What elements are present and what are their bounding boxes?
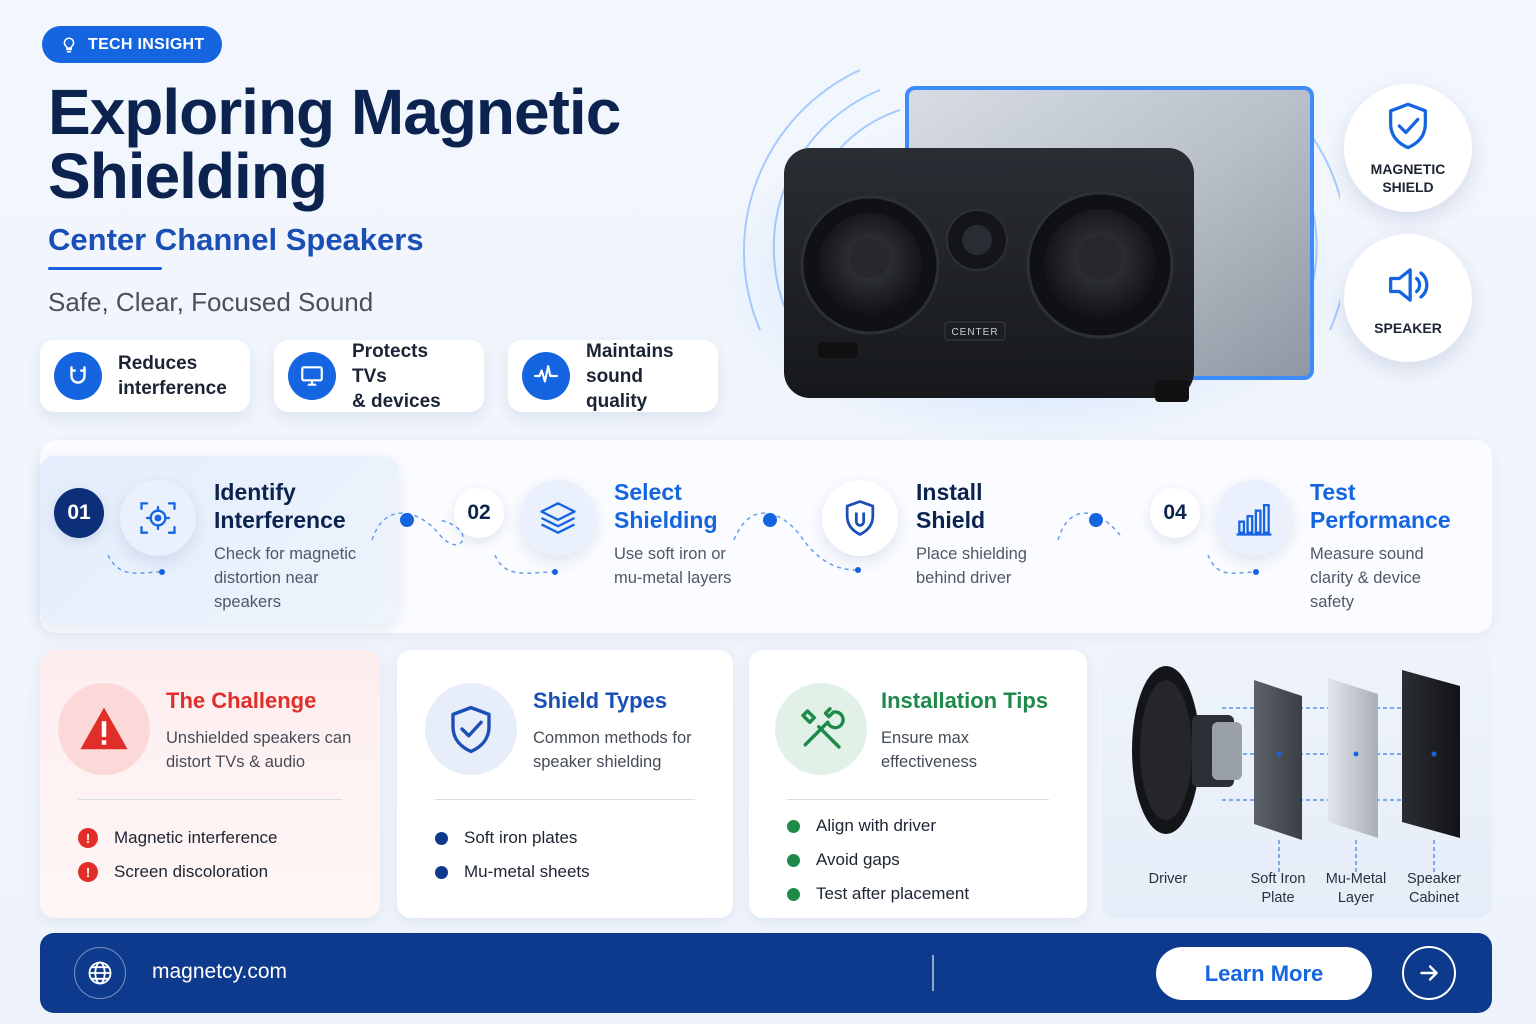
card-divider <box>787 799 1049 800</box>
bar-chart-icon <box>1216 480 1292 556</box>
layer-stack-diagram: Driver Soft Iron Plate Mu-Metal Layer Sp… <box>1102 650 1492 918</box>
tools-icon <box>775 683 867 775</box>
challenge-list: !Magnetic interference !Screen discolora… <box>78 821 277 889</box>
step-title: Select Shielding <box>614 479 718 533</box>
step-number: 02 <box>454 488 504 538</box>
tagline: Safe, Clear, Focused Sound <box>48 287 374 317</box>
list-item: Avoid gaps <box>787 843 969 877</box>
step-title: Test Performance <box>1310 479 1451 533</box>
subtitle-underline <box>48 267 162 270</box>
step-description: Measure sound clarity & device safety <box>1310 545 1424 611</box>
page-subtitle: Center Channel Speakers <box>48 222 424 257</box>
step-description: Check for magnetic distortion near speak… <box>214 545 357 611</box>
challenge-card: The Challenge Unshielded speakers can di… <box>40 650 380 918</box>
bullet-dot <box>787 887 800 901</box>
target-scan-icon <box>120 480 196 556</box>
shield-check-icon <box>1389 102 1427 150</box>
tech-insight-badge: TECH INSIGHT <box>42 26 222 63</box>
arrow-right-icon[interactable] <box>1402 946 1456 1000</box>
speaker-volume-icon <box>1389 268 1429 302</box>
shield-types-list: Soft iron plates Mu-metal sheets <box>435 821 590 889</box>
card-description: Common methods for speaker shielding <box>533 729 692 771</box>
feature-protects-tvs: Protects TVs & devices <box>274 340 484 412</box>
card-title: Shield Types <box>533 688 668 713</box>
step-description: Use soft iron or mu-metal layers <box>614 545 732 587</box>
shield-icon <box>822 480 898 556</box>
footer-bar: magnetcy.com Learn More <box>40 933 1492 1013</box>
installation-tips-card: Installation Tips Ensure max effectivene… <box>749 650 1087 918</box>
feature-label: Reduces interference <box>118 353 227 399</box>
speaker-badge: SPEAKER <box>1344 234 1472 362</box>
step-title: Identify Interference <box>214 479 346 533</box>
step-number: 04 <box>1150 488 1200 538</box>
feature-reduces-interference: Reduces interference <box>40 340 250 412</box>
feature-label: Maintains sound quality <box>586 340 674 412</box>
layer-label-cabinet: Speaker Cabinet <box>1406 871 1461 906</box>
lightbulb-icon <box>63 36 75 52</box>
step-description: Place shielding behind driver <box>916 545 1027 587</box>
side-badge-label: SPEAKER <box>1374 320 1442 336</box>
process-steps: 01 Identify Interference Check for magne… <box>40 440 1492 633</box>
globe-icon <box>74 947 126 999</box>
step-connector <box>107 512 1259 575</box>
shield-types-card: Shield Types Common methods for speaker … <box>397 650 733 918</box>
page-title: Exploring Magnetic Shielding <box>48 76 621 212</box>
bullet-dot <box>787 819 800 833</box>
list-item: Test after placement <box>787 877 969 911</box>
magnetic-shield-badge: MAGNETIC SHIELD <box>1344 84 1472 212</box>
card-title: The Challenge <box>166 688 317 713</box>
learn-more-button[interactable]: Learn More <box>1156 947 1372 1000</box>
bullet-dot <box>435 831 448 845</box>
speaker-brand-label: CENTER <box>951 327 998 338</box>
badge-label: TECH INSIGHT <box>88 35 205 53</box>
tips-list: Align with driver Avoid gaps Test after … <box>787 809 969 911</box>
list-item: !Screen discoloration <box>78 855 277 889</box>
card-description: Unshielded speakers can distort TVs & au… <box>166 729 352 771</box>
layer-stack-illustration <box>1132 666 1460 872</box>
warning-icon <box>58 683 150 775</box>
step-number: 01 <box>54 488 104 538</box>
side-badge-label: MAGNETIC SHIELD <box>1370 161 1446 195</box>
feature-label: Protects TVs & devices <box>352 340 441 412</box>
waveform-icon <box>522 352 570 400</box>
list-item: Mu-metal sheets <box>435 855 590 889</box>
list-item: Soft iron plates <box>435 821 590 855</box>
bullet-dot <box>435 865 448 879</box>
alert-icon: ! <box>78 828 98 848</box>
footer-divider <box>932 955 934 991</box>
card-title: Installation Tips <box>881 688 1049 713</box>
alert-icon: ! <box>78 862 98 882</box>
magnet-icon <box>54 352 102 400</box>
card-divider <box>435 799 695 800</box>
center-speaker-illustration: CENTER <box>710 69 1340 440</box>
layer-label-mu-metal: Mu-Metal Layer <box>1325 871 1387 906</box>
list-item: !Magnetic interference <box>78 821 277 855</box>
layer-label-soft-iron: Soft Iron Plate <box>1250 871 1306 906</box>
card-description: Ensure max effectiveness <box>881 729 978 771</box>
layers-icon <box>520 480 596 556</box>
step-title: Install Shield <box>916 479 986 533</box>
feature-maintains-quality: Maintains sound quality <box>508 340 718 412</box>
website-link[interactable]: magnetcy.com <box>152 960 287 983</box>
bullet-dot <box>787 853 800 867</box>
monitor-icon <box>288 352 336 400</box>
shield-check-icon <box>425 683 517 775</box>
layer-label-driver: Driver <box>1148 871 1188 887</box>
feature-list: Reduces interference Protects TVs & devi… <box>40 340 718 412</box>
card-divider <box>78 799 342 800</box>
active-step-highlight <box>40 456 398 624</box>
list-item: Align with driver <box>787 809 969 843</box>
